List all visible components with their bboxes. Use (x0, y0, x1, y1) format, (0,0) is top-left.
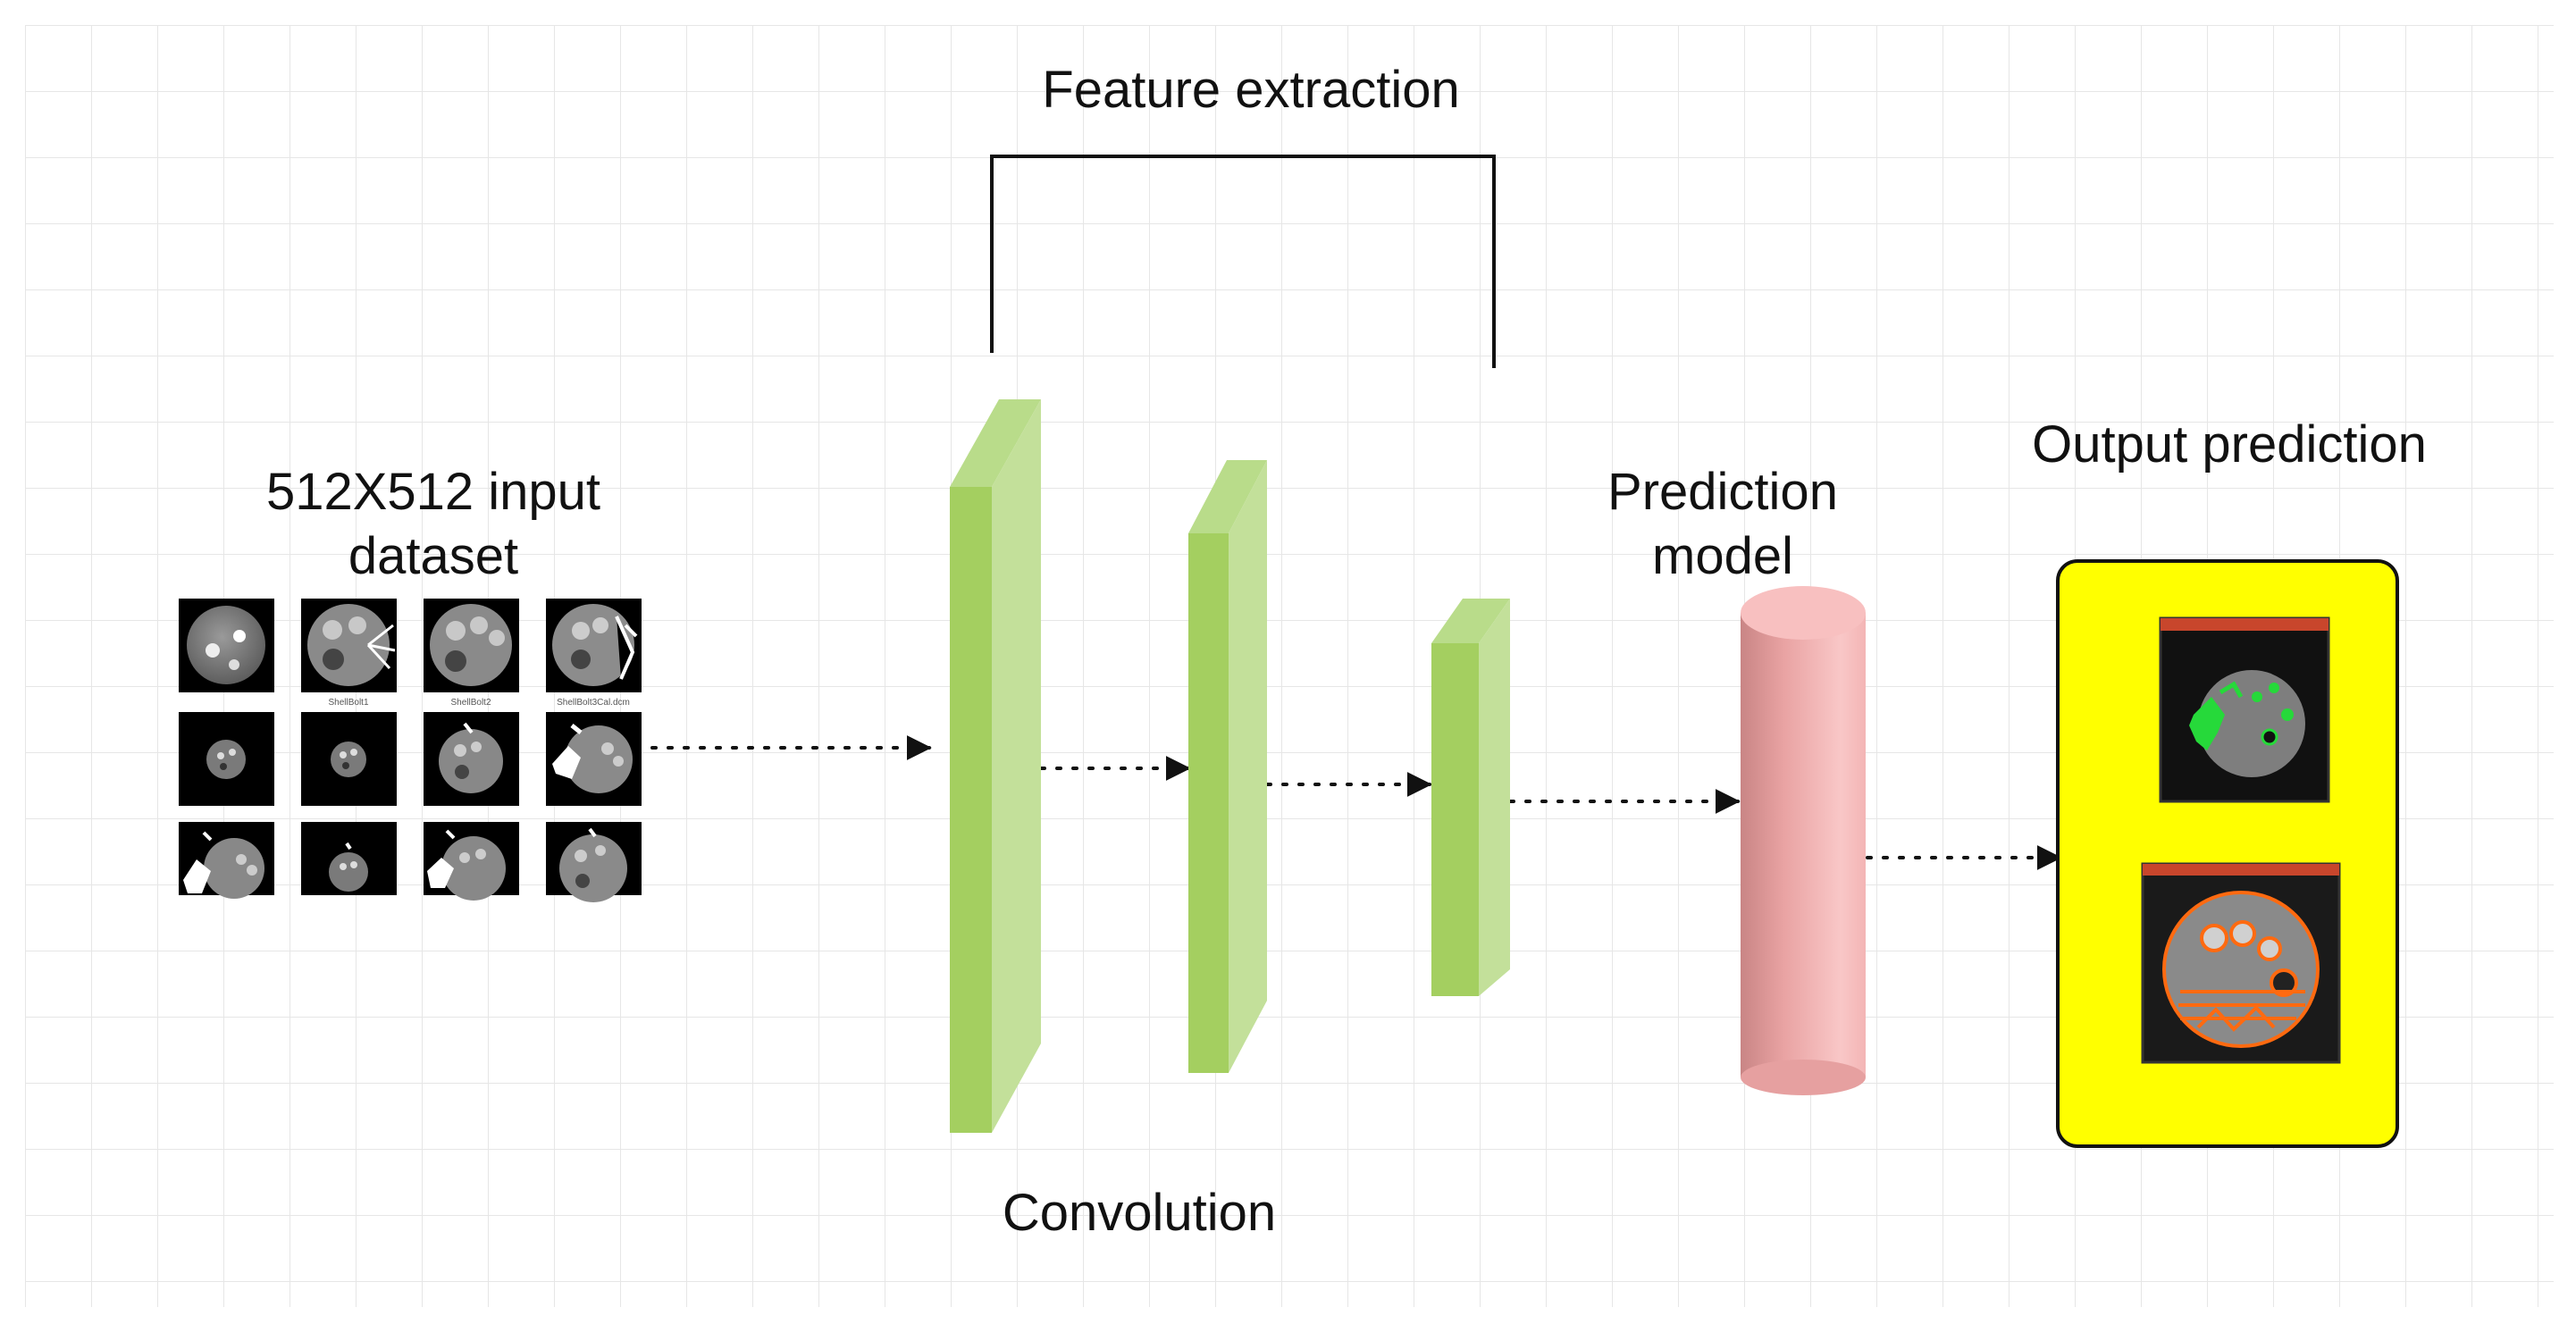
output-prediction-label: Output prediction (2032, 415, 2427, 473)
flow-arrows (650, 735, 2062, 870)
conv-layer-3 (1431, 599, 1510, 996)
thumbnail-caption: ShellBolt3Cal.dcm (557, 698, 630, 708)
convolution-label: Convolution (1003, 1184, 1276, 1242)
ct-thumbnail (301, 712, 397, 806)
input-dataset-label-line2: dataset (348, 527, 518, 585)
ct-thumbnail (546, 599, 642, 692)
output-image-orange (2141, 862, 2341, 1064)
thumbnail-caption: ShellBolt1 (328, 698, 368, 708)
feature-extraction-label: Feature extraction (1042, 61, 1459, 119)
prediction-model-label-line1: Prediction (1607, 463, 1838, 521)
ct-thumbnail (179, 822, 274, 899)
ct-thumbnail (301, 822, 397, 895)
ct-thumbnail (179, 712, 274, 806)
ct-thumbnail (179, 599, 274, 692)
ct-thumbnail (424, 599, 519, 692)
feature-extraction-bracket (990, 155, 1496, 368)
thumbnail-caption: ShellBolt2 (450, 698, 491, 708)
input-dataset-label-line1: 512X512 input (266, 463, 600, 521)
ct-thumbnail (424, 712, 519, 806)
prediction-model-cylinder (1741, 586, 1866, 1095)
ct-thumbnail (546, 822, 642, 902)
ct-thumbnail (546, 712, 642, 806)
conv-layer-2 (1188, 460, 1267, 1073)
prediction-model-label-line2: model (1652, 527, 1793, 585)
output-image-green (2159, 616, 2330, 803)
input-dataset-thumbnails: ShellBolt1 ShellBolt2 ShellBolt3Cal.dcm (179, 599, 642, 902)
ct-thumbnail (424, 822, 519, 901)
conv-layer-1 (950, 399, 1041, 1133)
ct-thumbnail (301, 599, 397, 692)
